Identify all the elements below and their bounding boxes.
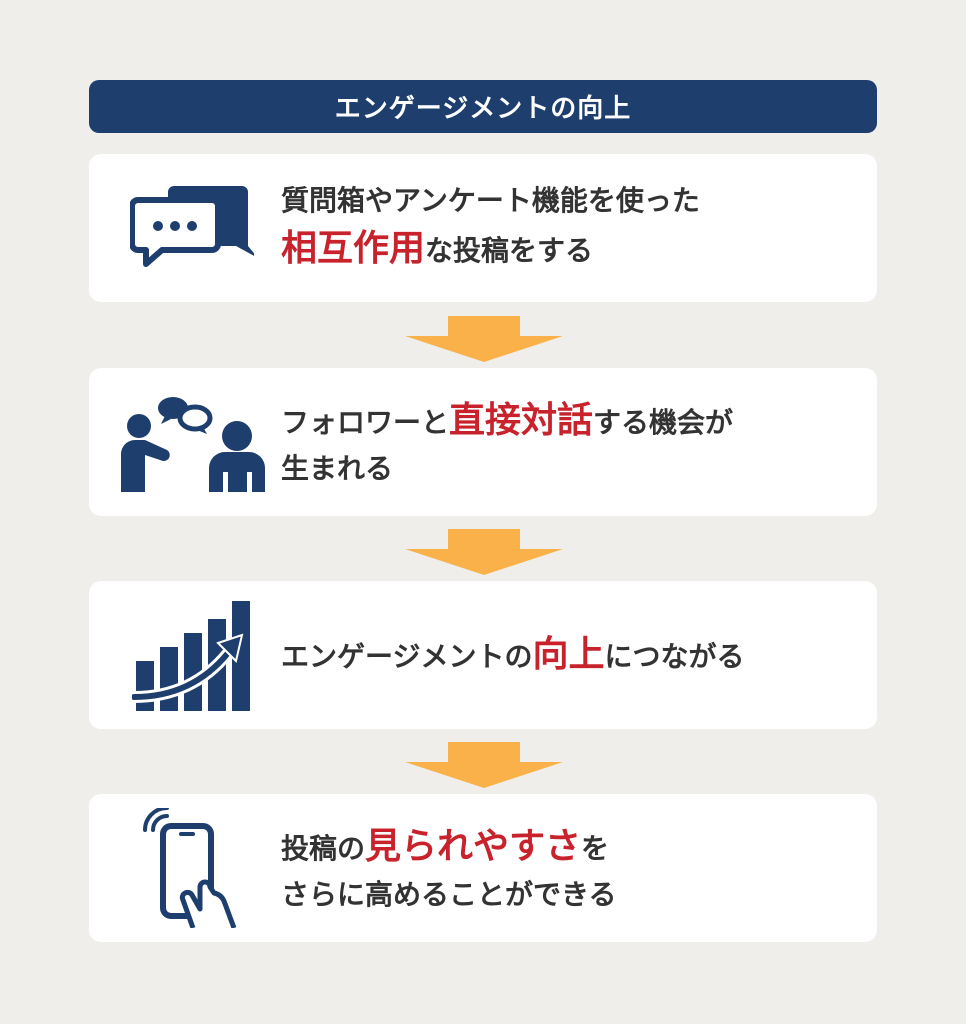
header-title: エンゲージメントの向上 (89, 80, 877, 133)
smartphone-tap-icon (117, 808, 267, 928)
step-4-emphasis: 見られやすさ (365, 826, 582, 867)
down-arrow-icon (405, 742, 563, 788)
step-4-text: 投稿の (281, 832, 366, 865)
step-1-text: 質問箱やアンケート機能を使った (281, 184, 700, 217)
step-2-text-2: する機会が (593, 406, 734, 439)
growth-chart-icon (117, 595, 267, 715)
step-card-4: 投稿の見られやすさを さらに高めることができる (89, 794, 877, 942)
step-2-text-3: 生まれる (281, 452, 394, 485)
step-3-text-2: につながる (604, 640, 745, 673)
step-3-text: エンゲージメントの (281, 640, 533, 673)
step-1-text-2: な投稿をする (425, 234, 594, 267)
step-card-1: 質問箱やアンケート機能を使った 相互作用な投稿をする (89, 154, 877, 302)
people-talking-icon (117, 382, 267, 502)
down-arrow-icon (405, 316, 563, 362)
step-card-2: フォロワーと直接対話する機会が 生まれる (89, 368, 877, 516)
step-1-emphasis: 相互作用 (281, 228, 426, 269)
chat-bubbles-icon (117, 168, 267, 288)
down-arrow-icon (405, 529, 563, 575)
step-card-3: エンゲージメントの向上につながる (89, 581, 877, 729)
step-4-text-2: を (581, 832, 610, 865)
step-4-text-3: さらに高めることができる (281, 878, 617, 911)
step-2-emphasis: 直接対話 (449, 400, 594, 441)
step-3-emphasis: 向上 (532, 634, 605, 675)
step-2-text: フォロワーと (281, 406, 450, 439)
